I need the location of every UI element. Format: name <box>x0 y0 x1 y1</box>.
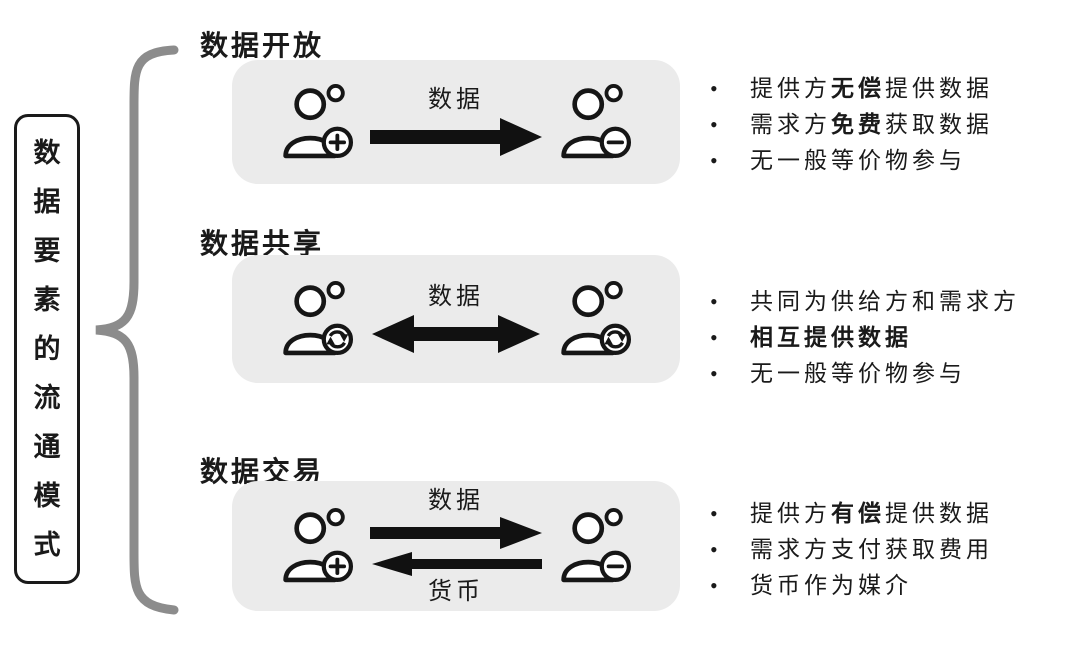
bullet-item: 无一般等价物参与 <box>708 356 1020 392</box>
bullet-list: 共同为供给方和需求方相互提供数据无一般等价物参与 <box>708 284 1020 392</box>
arrow-group: 数据 货币 <box>370 487 542 606</box>
arrow-group: 数据 <box>370 86 542 159</box>
arrow-right-icon <box>370 117 542 156</box>
bullet-item: 需求方支付获取费用 <box>708 532 993 568</box>
section-title: 数据共享 <box>200 229 325 260</box>
diagram-box: 数据 <box>232 255 680 383</box>
section-title: 数据开放 <box>200 31 325 62</box>
curly-brace <box>95 45 179 615</box>
arrow-label-currency: 货币 <box>428 578 484 605</box>
bullet-item: 相互提供数据 <box>708 320 1020 356</box>
diagram-box: 数据 <box>232 60 680 184</box>
person-refresh-icon <box>556 277 634 361</box>
arrow-label-data: 数据 <box>428 86 484 113</box>
person-plus-icon <box>278 504 356 588</box>
bullet-item: 需求方免费获取数据 <box>708 107 993 143</box>
diagram-box: 数据 货币 <box>232 481 680 611</box>
arrow-group: 数据 <box>370 283 542 356</box>
arrow-double-icon <box>372 314 540 353</box>
bullet-item: 提供方有偿提供数据 <box>708 496 993 532</box>
person-plus-icon <box>278 80 356 164</box>
bullet-item: 提供方无偿提供数据 <box>708 71 993 107</box>
arrow-label-data: 数据 <box>428 487 484 514</box>
flow-mode-label-box: 数据要素的流通模式 <box>14 114 80 584</box>
arrow-left-icon <box>372 551 542 576</box>
bullet-item: 无一般等价物参与 <box>708 143 993 179</box>
bullet-list: 提供方有偿提供数据需求方支付获取费用货币作为媒介 <box>708 496 993 604</box>
arrow-label-data: 数据 <box>428 283 484 310</box>
person-minus-icon <box>556 504 634 588</box>
arrow-right-icon <box>370 516 542 549</box>
person-minus-icon <box>556 80 634 164</box>
person-refresh-icon <box>278 277 356 361</box>
bullet-item: 货币作为媒介 <box>708 568 993 604</box>
bullet-list: 提供方无偿提供数据需求方免费获取数据无一般等价物参与 <box>708 71 993 179</box>
bullet-item: 共同为供给方和需求方 <box>708 284 1020 320</box>
